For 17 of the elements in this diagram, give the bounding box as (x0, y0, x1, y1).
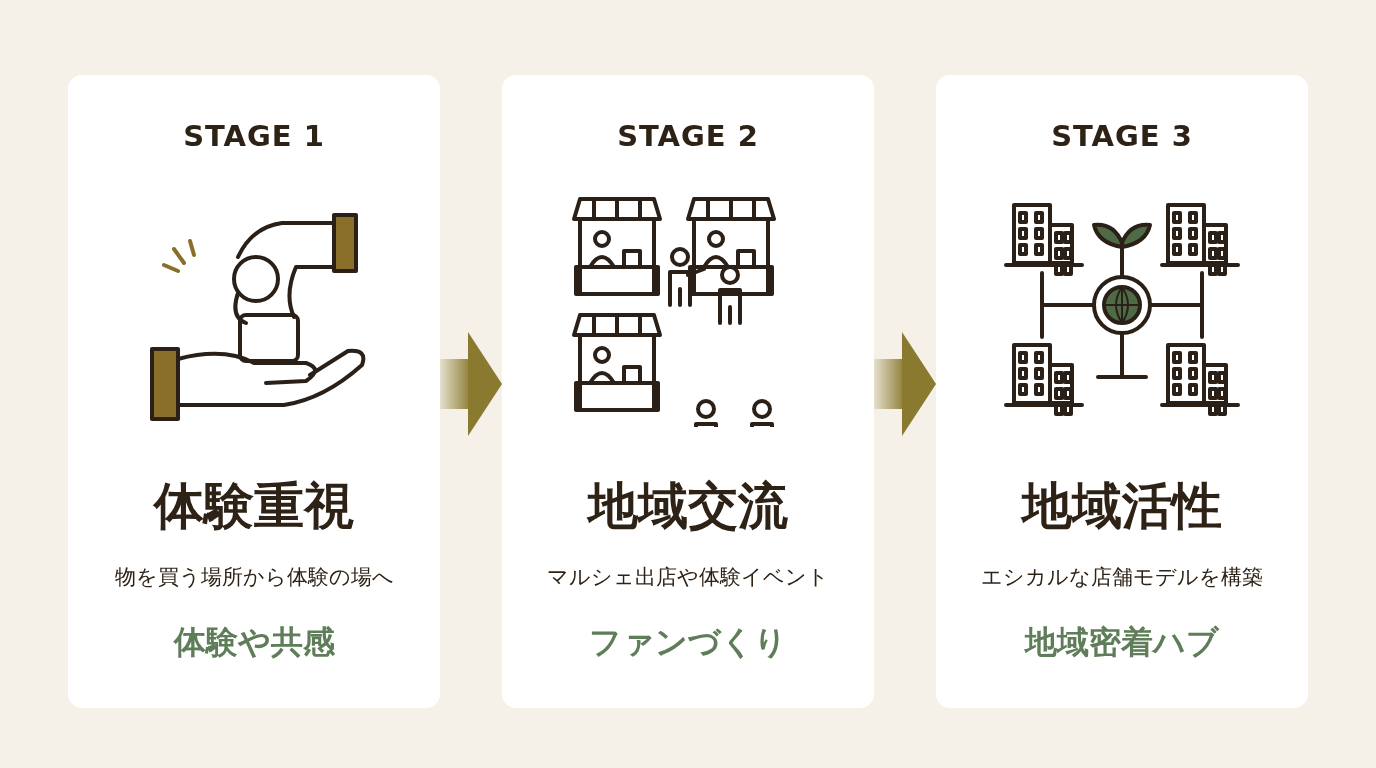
stage-heading: 地域活性 (1022, 476, 1222, 537)
stage-heading: 体験重視 (154, 476, 354, 537)
stage-card (502, 75, 874, 708)
stage-card (936, 75, 1308, 708)
stage-heading: 地域交流 (588, 476, 788, 537)
arrow (440, 332, 502, 436)
stage-highlight: 地域密着ハブ (1025, 622, 1219, 663)
stage-label: STAGE 2 (617, 119, 759, 153)
stage-label: STAGE 1 (183, 119, 325, 153)
stage-highlight: 体験や共感 (173, 622, 335, 663)
arrow (874, 332, 936, 436)
stage-description: 物を買う場所から体験の場へ (114, 564, 394, 591)
stage-description: エシカルな店舗モデルを構築 (981, 564, 1263, 591)
stage-highlight: ファンづくり (589, 622, 787, 663)
stage-card (68, 75, 440, 708)
stage-label: STAGE 3 (1051, 119, 1193, 153)
stage-description: マルシェ出店や体験イベント (547, 564, 829, 591)
